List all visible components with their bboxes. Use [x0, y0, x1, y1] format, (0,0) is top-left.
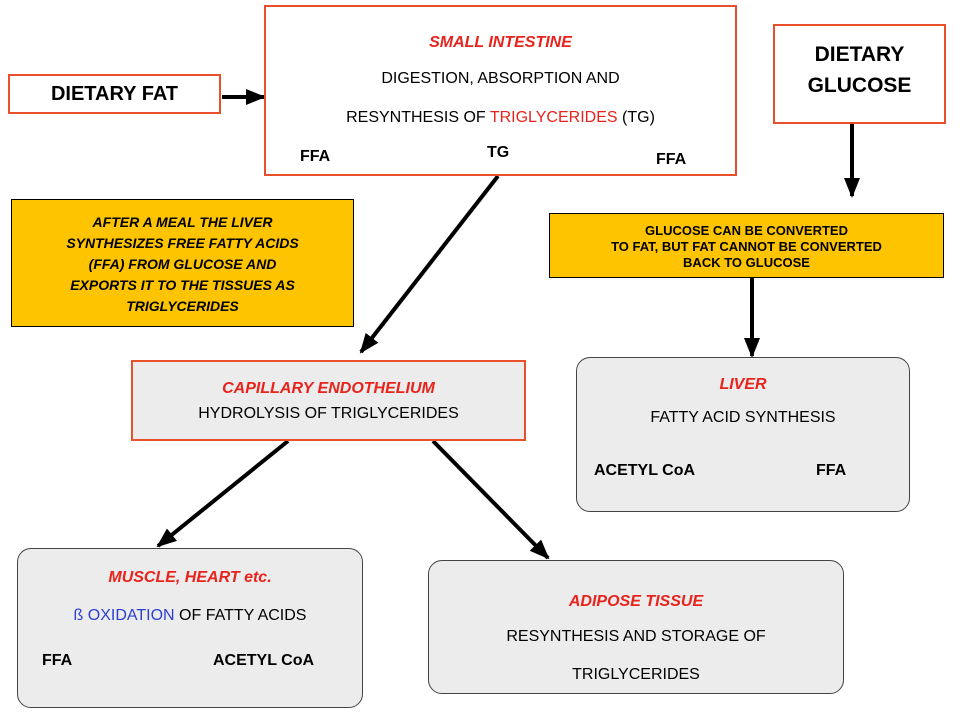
intestine-flow-ffa-out: FFA	[656, 151, 687, 168]
adipose-title: ADIPOSE TISSUE	[568, 593, 704, 610]
dietary-glucose-box: DIETARY GLUCOSE	[773, 24, 946, 124]
arrow-capillary-to-adipose	[431, 439, 550, 560]
glucose-note-line: BACK TO GLUCOSE	[683, 255, 810, 270]
small-intestine-title: SMALL INTESTINE	[429, 34, 572, 51]
muscle-title: MUSCLE, HEART etc.	[108, 569, 272, 586]
capillary-endothelium-box: CAPILLARY ENDOTHELIUM HYDROLYSIS OF TRIG…	[131, 360, 526, 441]
capillary-title: CAPILLARY ENDOTHELIUM	[222, 380, 435, 397]
muscle-line1: ß OXIDATION OF FATTY ACIDS	[18, 607, 362, 625]
small-intestine-line2: RESYNTHESIS OF TRIGLYCERIDES (TG)	[266, 109, 735, 127]
liver-box: LIVER FATTY ACID SYNTHESIS	[576, 357, 910, 512]
dietary-glucose-line1: DIETARY	[814, 43, 905, 66]
liver-flow-ffa: FFA	[816, 462, 847, 479]
liver-synthesis-note: AFTER A MEAL THE LIVER SYNTHESIZES FREE …	[11, 199, 354, 327]
triglycerides-highlight: TRIGLYCERIDES	[489, 109, 618, 126]
muscle-heart-box: MUSCLE, HEART etc. ß OXIDATION OF FATTY …	[17, 548, 363, 708]
line2-suffix: (TG)	[622, 109, 655, 126]
adipose-tissue-box: ADIPOSE TISSUE RESYNTHESIS AND STORAGE O…	[428, 560, 844, 694]
muscle-line1-suffix: OF FATTY ACIDS	[179, 607, 307, 624]
dietary-glucose-line2: GLUCOSE	[807, 74, 912, 97]
glucose-note-line: GLUCOSE CAN BE CONVERTED	[645, 223, 848, 238]
beta-oxidation-highlight: ß OXIDATION	[73, 607, 175, 624]
liver-line1: FATTY ACID SYNTHESIS	[650, 409, 836, 426]
muscle-flow-ffa: FFA	[42, 652, 73, 669]
adipose-line1: RESYNTHESIS AND STORAGE OF	[506, 628, 766, 645]
liver-note-line: (FFA) FROM GLUCOSE AND	[88, 256, 277, 272]
liver-title: LIVER	[719, 376, 767, 393]
line2-prefix: RESYNTHESIS OF	[346, 109, 486, 126]
arrow-intestine-to-capillary	[359, 174, 500, 354]
arrow-capillary-to-muscle	[156, 439, 290, 548]
small-intestine-box: SMALL INTESTINE DIGESTION, ABSORPTION AN…	[264, 5, 737, 176]
liver-note-line: EXPORTS IT TO THE TISSUES AS	[70, 277, 295, 293]
dietary-fat-label: DIETARY FAT	[50, 83, 179, 105]
intestine-flow-tg: TG	[487, 144, 510, 161]
adipose-line2: TRIGLYCERIDES	[572, 666, 700, 683]
liver-note-line: TRIGLYCERIDES	[126, 298, 239, 314]
intestine-flow-ffa-in: FFA	[300, 148, 331, 165]
liver-note-line: AFTER A MEAL THE LIVER	[92, 214, 273, 230]
glucose-conversion-note: GLUCOSE CAN BE CONVERTED TO FAT, BUT FAT…	[549, 213, 944, 278]
liver-note-line: SYNTHESIZES FREE FATTY ACIDS	[66, 235, 299, 251]
dietary-fat-box: DIETARY FAT	[8, 74, 221, 114]
small-intestine-line1: DIGESTION, ABSORPTION AND	[381, 70, 620, 87]
glucose-note-line: TO FAT, BUT FAT CANNOT BE CONVERTED	[611, 239, 882, 254]
liver-flow-acetylcoa: ACETYL CoA	[594, 462, 696, 479]
capillary-line1: HYDROLYSIS OF TRIGLYCERIDES	[198, 405, 459, 422]
muscle-flow-acetylcoa: ACETYL CoA	[213, 652, 315, 669]
